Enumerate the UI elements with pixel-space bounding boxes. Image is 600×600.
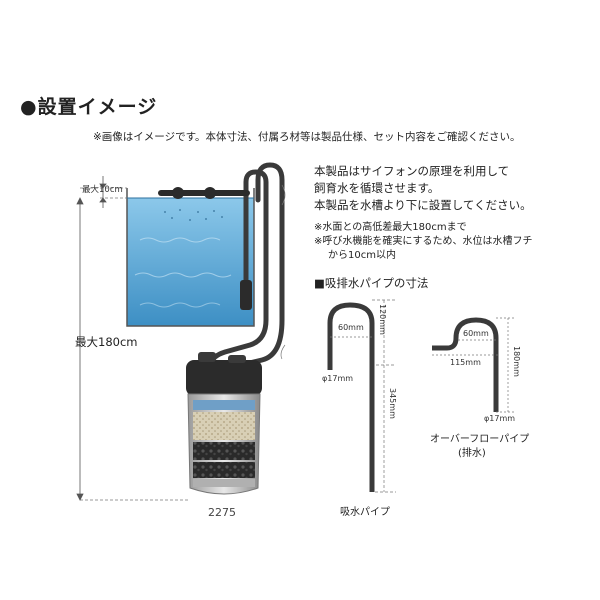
description-line-3: 本製品を水槽より下に設置してください。 — [314, 198, 532, 212]
pipes-section-title: ■吸排水パイプの寸法 — [314, 276, 429, 290]
description-line-1: 本製品はサイフォンの原理を利用して — [314, 164, 510, 178]
overflow-pipe-drawing — [432, 317, 499, 412]
description-note-3: から10cm以内 — [328, 250, 396, 261]
intake-width-label: 60mm — [338, 323, 364, 332]
bullet-icon: ● — [20, 96, 38, 118]
image-note: ※画像はイメージです。本体寸法、付属ろ材等は製品仕様、セット内容をご確認ください… — [93, 131, 521, 143]
intake-pipe-drawing — [327, 302, 375, 492]
description-note-1: ※水面との高低差最大180cmまで — [314, 222, 467, 233]
description-line-2: 飼育水を循環させます。 — [314, 181, 440, 195]
overflow-diameter-label: φ17mm — [484, 414, 516, 423]
title-text: 設置イメージ — [37, 96, 158, 118]
max-top-label: 最大10cm — [82, 185, 123, 195]
description-note-2: ※呼び水機能を確実にするため、水位は水槽フチ — [314, 236, 533, 247]
intake-top-label: 120mm — [378, 304, 387, 335]
intake-pipe-name: 吸水パイプ — [340, 507, 390, 518]
overflow-height-label: 180mm — [512, 346, 521, 377]
overflow-width-label: 60mm — [463, 329, 489, 338]
spray-bar — [158, 187, 252, 310]
overflow-length-label: 115mm — [450, 358, 481, 367]
max-height-label: 最大180cm — [75, 335, 138, 349]
aquarium-tank — [126, 188, 255, 327]
intake-strainer — [240, 280, 252, 310]
intake-length-label: 345mm — [388, 388, 397, 419]
overflow-pipe-subname: (排水) — [458, 448, 486, 459]
canister-filter — [186, 352, 262, 495]
intake-diameter-label: φ17mm — [322, 374, 354, 383]
page-title: ●設置イメージ — [20, 92, 157, 119]
water — [127, 198, 254, 326]
overflow-pipe-name: オーバーフローパイプ — [430, 434, 530, 445]
model-number: 2275 — [208, 506, 236, 519]
